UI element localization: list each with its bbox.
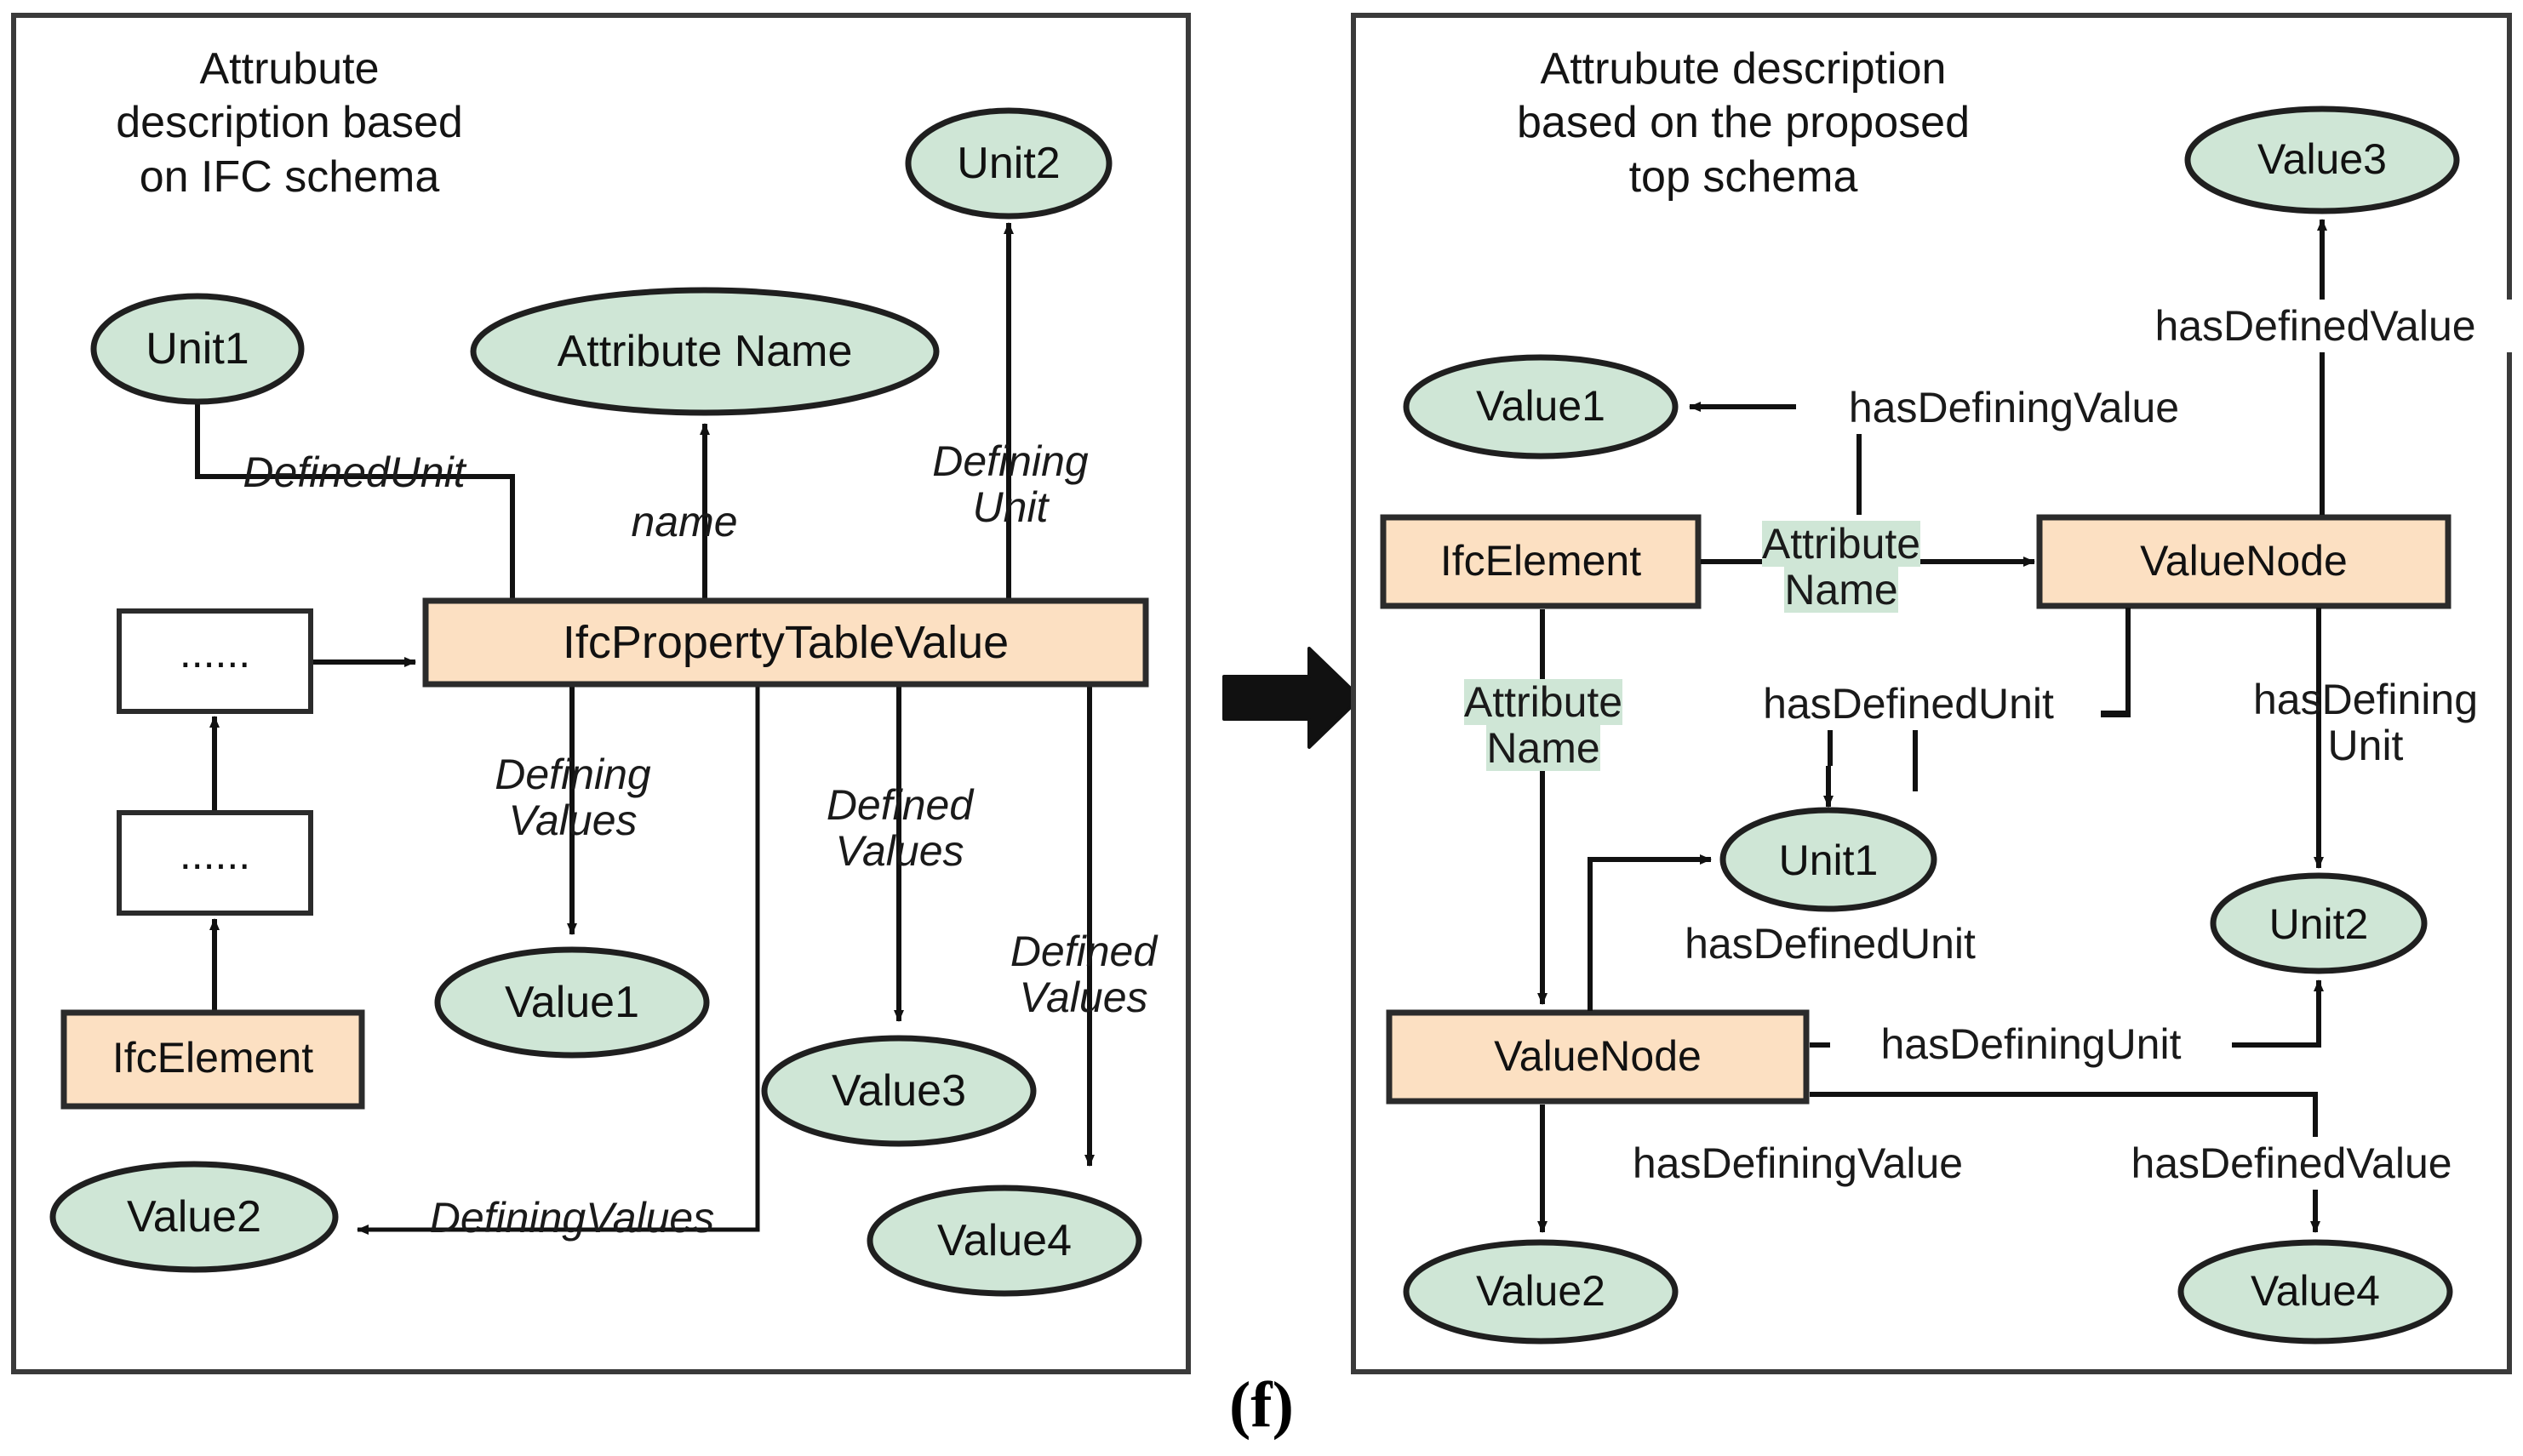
right-edge-label-attribute-name-top-line-1: Attribute <box>1761 520 1921 568</box>
left-unit2-ellipse <box>905 107 1113 220</box>
right-edge-label-has-defining-value-top: hasDefiningValue <box>1796 381 2232 434</box>
right-ifcelement-box <box>1380 514 1702 609</box>
right-unit1-ellipse <box>1719 807 1937 912</box>
right-edge-label-has-defined-value-bottom: hasDefinedValue <box>2079 1137 2504 1190</box>
right-edge-label-has-defining-value-bottom: hasDefiningValue <box>1580 1137 2016 1190</box>
left-panel-title-line-1: Attrubute <box>199 44 380 94</box>
left-ifcpropertytablevalue-box <box>422 597 1149 688</box>
left-edge-label-defined-values-a-line-2: Values <box>835 827 964 875</box>
left-value3-ellipse <box>761 1035 1037 1147</box>
left-panel-title: Attrubute description based on IFC schem… <box>51 43 528 204</box>
right-panel-title-line-1: Attrubute description <box>1540 44 1947 94</box>
left-value1-ellipse <box>434 946 710 1059</box>
ellipsis-box-upper <box>117 608 313 714</box>
right-value4-ellipse <box>2177 1239 2453 1345</box>
left-edge-label-defined-values-b-line-2: Values <box>1019 974 1148 1021</box>
left-panel-title-line-2: description based <box>116 98 463 148</box>
right-edge-label-attribute-name-left-line-2: Name <box>1486 724 1600 772</box>
right-valuenode-top-box <box>2036 514 2451 609</box>
right-value1-ellipse <box>1403 354 1679 460</box>
right-edge-label-has-defining-unit-right-line-2: Unit <box>2327 722 2404 769</box>
right-edge-label-has-defined-unit-mid: hasDefinedUnit <box>1716 677 2101 730</box>
right-edge-label-has-defining-unit-lower: hasDefiningUnit <box>1830 1018 2232 1071</box>
ellipsis-box-lower <box>117 810 313 916</box>
right-arrow-icon <box>1222 647 1362 749</box>
right-unit2-ellipse <box>2210 872 2428 974</box>
left-edge-label-defined-values-a-line-1: Defined <box>826 781 974 829</box>
right-panel-title: Attrubute description based on the propo… <box>1403 43 2084 204</box>
left-value2-ellipse <box>49 1161 339 1273</box>
left-ifcelement-box <box>60 1009 365 1110</box>
figure-caption: (f) <box>1229 1369 1294 1441</box>
right-edge-label-has-defined-value-top: hasDefinedValue <box>2102 300 2523 352</box>
left-edge-label-defining-values-line-2: Values <box>508 797 638 844</box>
right-panel-title-line-3: top schema <box>1628 151 1858 202</box>
left-edge-label-defined-unit: DefinedUnit <box>243 448 466 496</box>
left-unit1-ellipse <box>90 293 305 405</box>
right-edge-label-attribute-name-top-line-2: Name <box>1784 566 1898 614</box>
right-edge-label-has-defining-unit-right: hasDefining Unit <box>2203 665 2523 779</box>
left-edge-label-name: name <box>631 498 738 545</box>
left-panel-title-line-3: on IFC schema <box>139 151 440 202</box>
left-edge-label-defining-values-line-1: Defining <box>495 751 651 798</box>
right-value3-ellipse <box>2184 106 2460 214</box>
left-edge-label-defined-values-b-line-1: Defined <box>1010 928 1158 975</box>
left-edge-label-defining-unit-line-1: Defining <box>932 437 1089 485</box>
left-edge-label-defining-unit: Defining Unit <box>904 429 1117 540</box>
right-edge-label-attribute-name-left: Attribute Name <box>1447 669 1639 781</box>
left-edge-label-defined-values-a: Defined Values <box>793 773 1006 883</box>
right-edge-label-has-defining-unit-right-line-1: hasDefining <box>2252 676 2479 723</box>
right-value2-ellipse <box>1403 1239 1679 1345</box>
left-edge-label-defining-values: Defining Values <box>466 742 679 853</box>
right-edge-label-attribute-name-left-line-1: Attribute <box>1463 678 1623 726</box>
right-panel-title-line-2: based on the proposed <box>1517 98 1970 148</box>
left-attributename-ellipse <box>470 287 940 416</box>
left-edge-label-defined-values-b: Defined Values <box>977 919 1190 1030</box>
left-edge-label-defining-values-inline: DefiningValues <box>429 1194 715 1242</box>
right-edge-label-attribute-name-top: Attribute Name <box>1745 511 1937 623</box>
left-edge-label-defining-unit-line-2: Unit <box>972 483 1049 531</box>
left-value4-ellipse <box>867 1185 1142 1297</box>
right-valuenode-bottom-box <box>1386 1009 1810 1105</box>
right-edge-label-has-defined-unit-lower: hasDefinedUnit <box>1638 917 2022 970</box>
